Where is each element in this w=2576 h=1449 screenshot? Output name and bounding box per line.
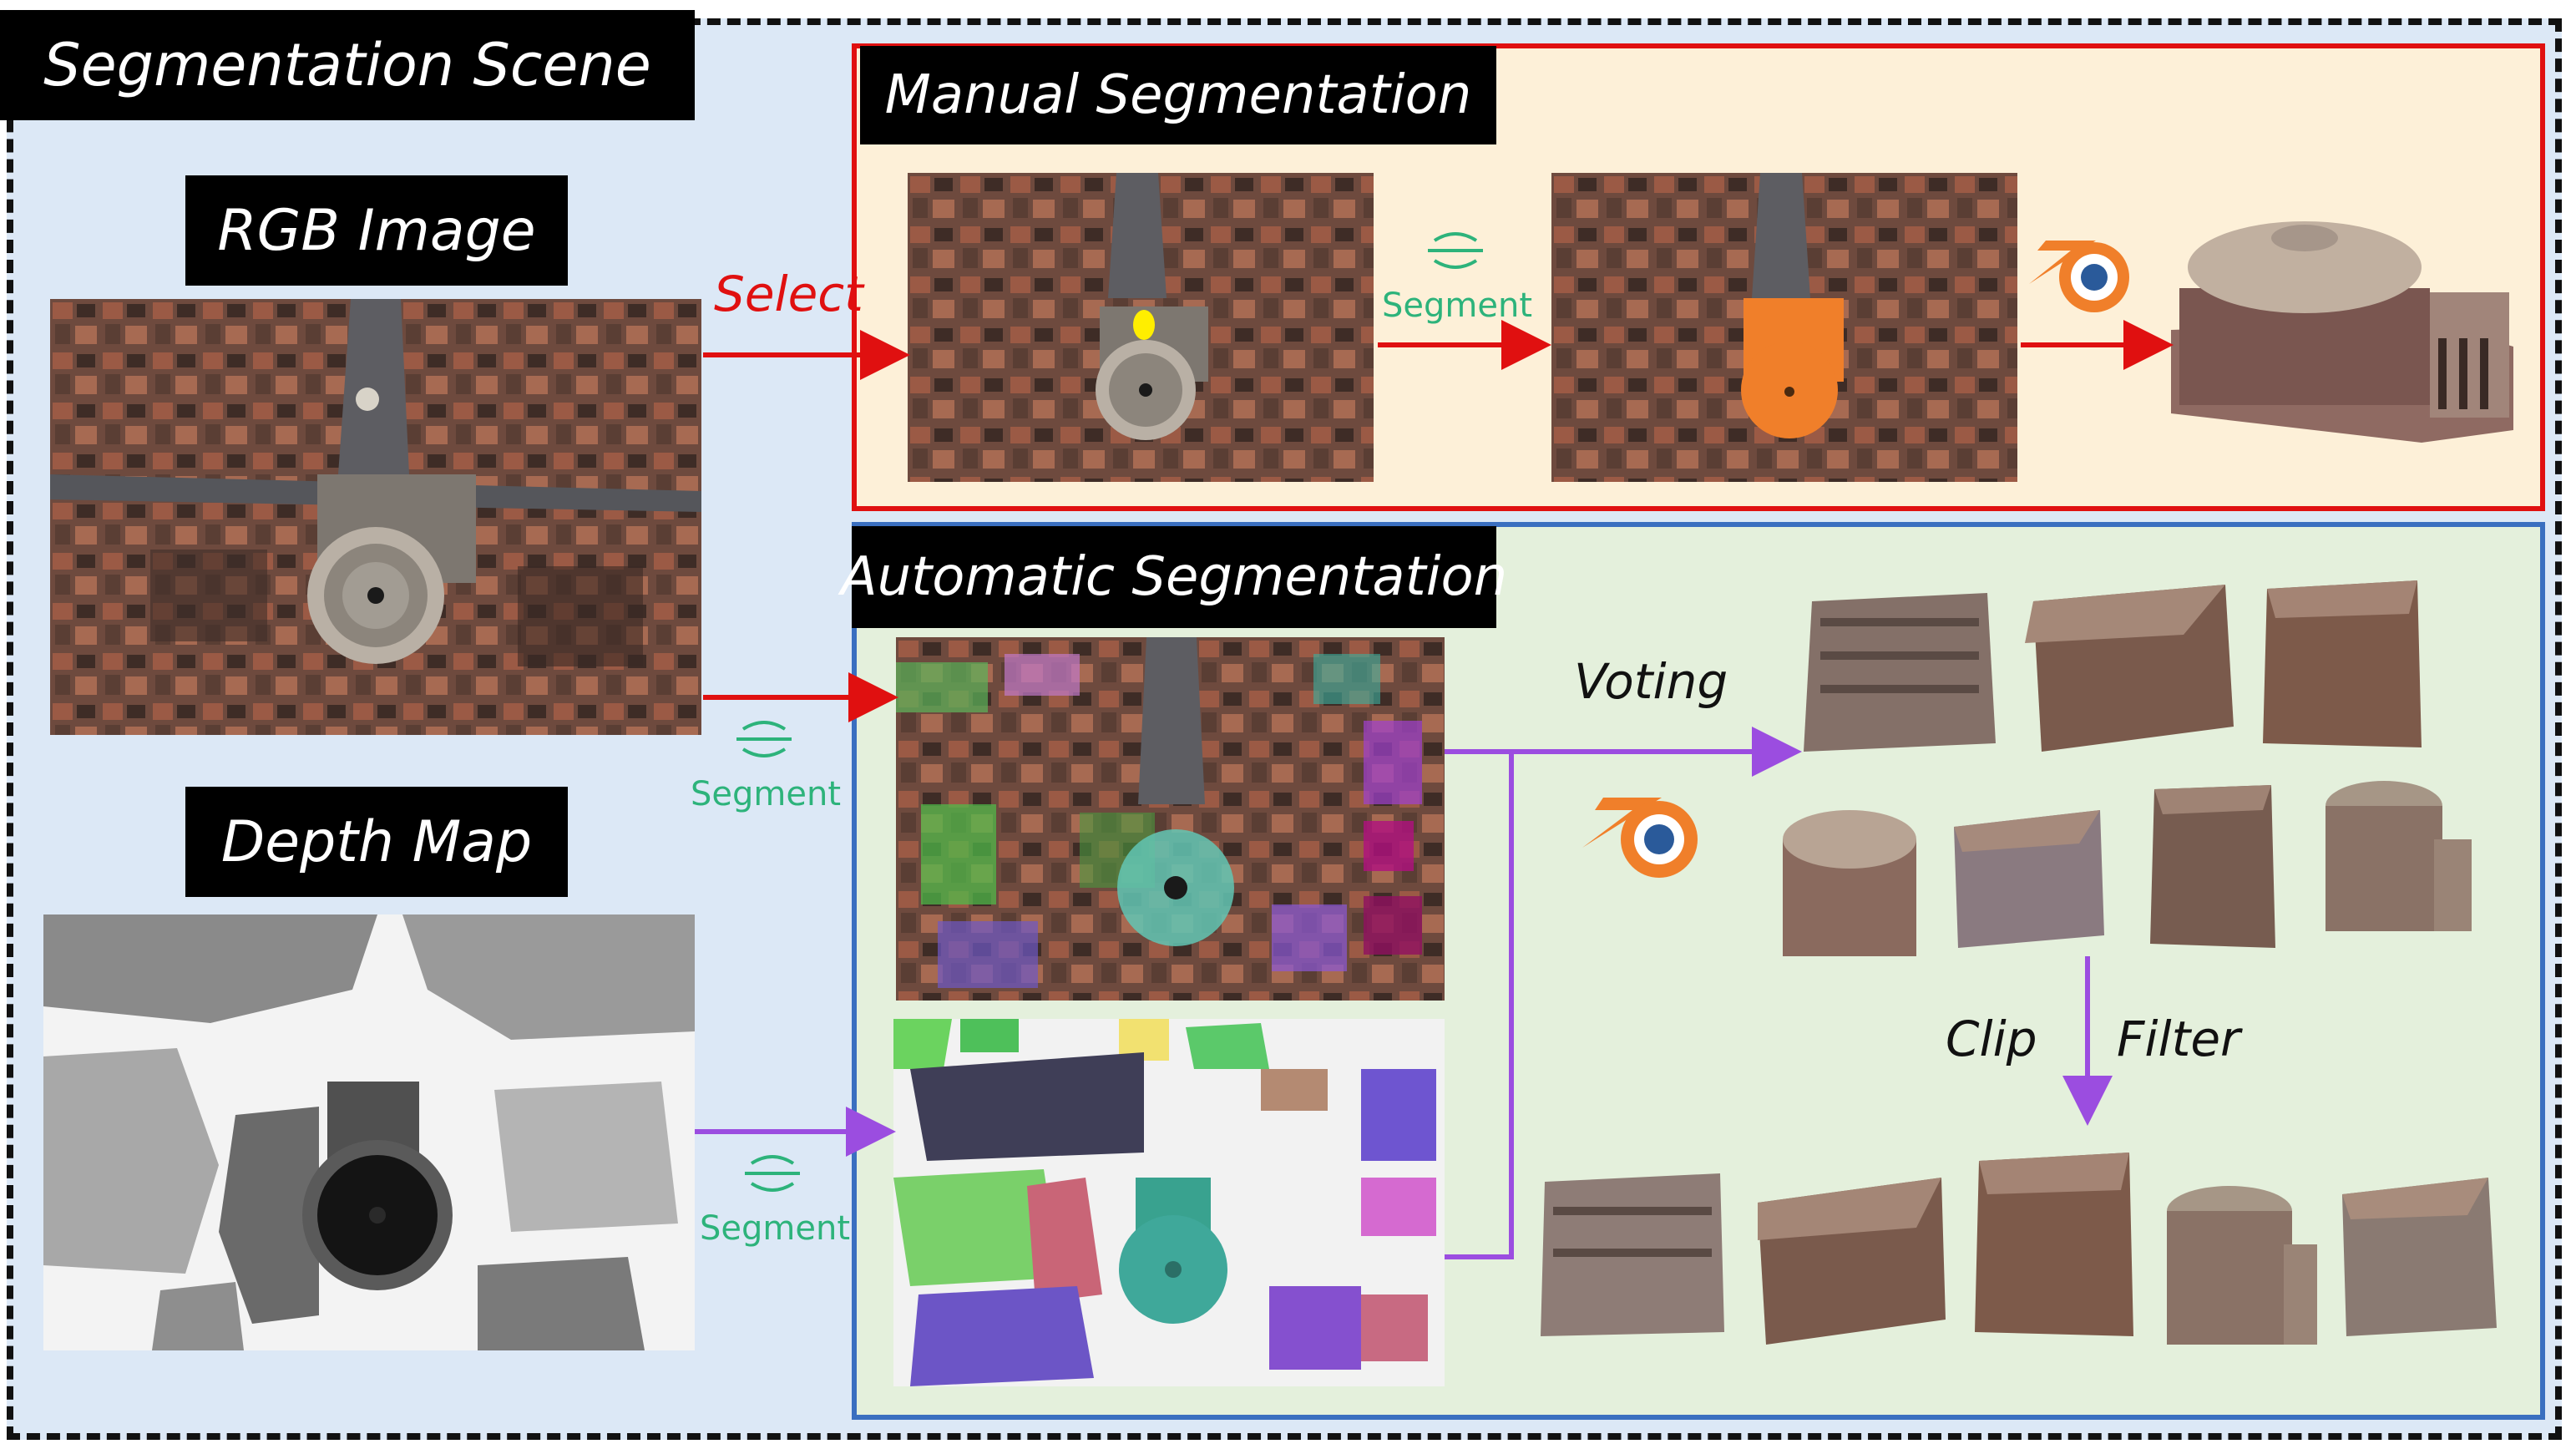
building-model <box>2146 781 2280 952</box>
scene-title: Segmentation Scene <box>0 10 695 120</box>
voting-label: Voting <box>1574 653 1728 710</box>
segment-label-rgb: Segment <box>691 775 841 813</box>
segment-label-manual: Segment <box>1382 286 1532 325</box>
building-model <box>2259 572 2426 756</box>
depth-title: Depth Map <box>185 787 568 897</box>
segment-icon <box>1409 225 1501 276</box>
building-model <box>1774 798 1925 965</box>
filtered-building-model <box>1749 1169 1950 1349</box>
manual-3d-model <box>2171 205 2513 443</box>
blender-icon <box>2021 225 2138 317</box>
building-model <box>1795 585 2004 760</box>
segment-icon <box>718 714 810 764</box>
segment-label-depth: Segment <box>700 1209 850 1248</box>
auto-rgb-mask-image <box>896 637 1445 1001</box>
auto-depth-mask-image <box>893 1019 1445 1386</box>
filtered-building-model <box>2334 1169 2501 1345</box>
select-label: Select <box>714 266 863 322</box>
blender-icon <box>1574 781 1708 881</box>
manual-select-image <box>908 173 1374 482</box>
automatic-title: Automatic Segmentation <box>841 526 1507 628</box>
segment-icon <box>726 1148 818 1198</box>
building-model <box>2300 773 2476 944</box>
depth-map-image <box>43 914 695 1350</box>
filtered-building-model <box>2146 1169 2321 1353</box>
filtered-building-model <box>1536 1165 1728 1345</box>
building-model <box>2017 576 2242 756</box>
filtered-building-model <box>1971 1144 2138 1345</box>
manual-title: Manual Segmentation <box>860 46 1496 144</box>
rgb-title: RGB Image <box>185 175 568 286</box>
filter-label: Filter <box>2117 1011 2240 1067</box>
clip-label: Clip <box>1946 1011 2037 1067</box>
manual-mask-image <box>1551 173 2017 482</box>
rgb-aerial-image <box>50 299 701 735</box>
building-model <box>1946 802 2108 952</box>
